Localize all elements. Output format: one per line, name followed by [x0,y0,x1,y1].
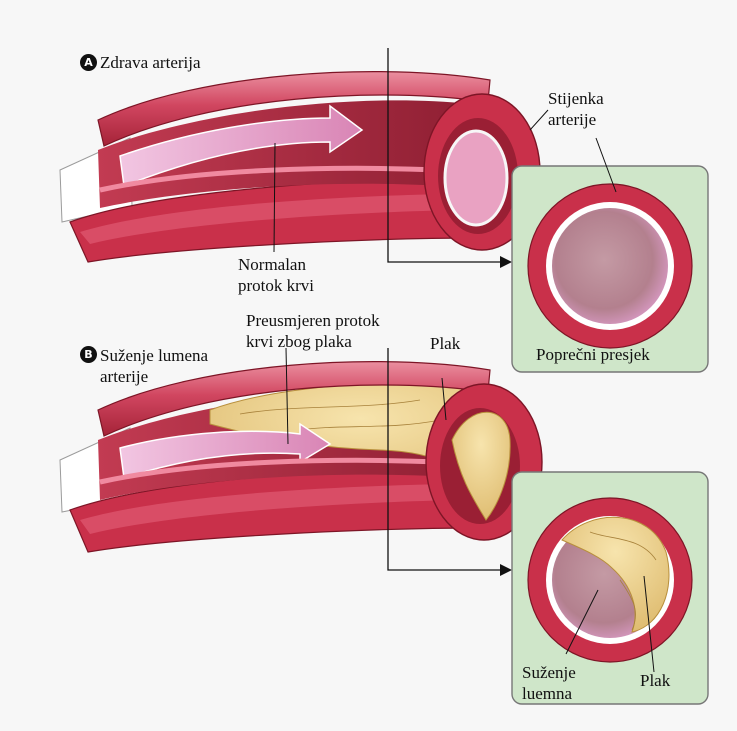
artery-b [60,362,542,552]
panel-b-title: Suženje lumena arterije [100,345,208,387]
cross-section-label: Poprečni presjek [536,344,650,365]
cross-section-plaque-label: Plak [640,670,670,691]
connector-arrow-a [500,256,512,268]
connector-arrow-b [500,564,512,576]
lumen-narrowing-label: Suženje luemna [522,662,576,704]
wall-label: Stijenka arterije [548,88,604,130]
normal-flow-label: Normalan protok krvi [238,254,314,296]
plaque-label: Plak [430,333,460,354]
panel-b-badge: B [80,346,97,363]
diverted-flow-label: Preusmjeren protok krvi zbog plaka [246,310,380,352]
artery-a [60,72,540,262]
panel-a-badge: A [80,54,97,71]
panel-a-title: Zdrava arterija [100,52,201,73]
